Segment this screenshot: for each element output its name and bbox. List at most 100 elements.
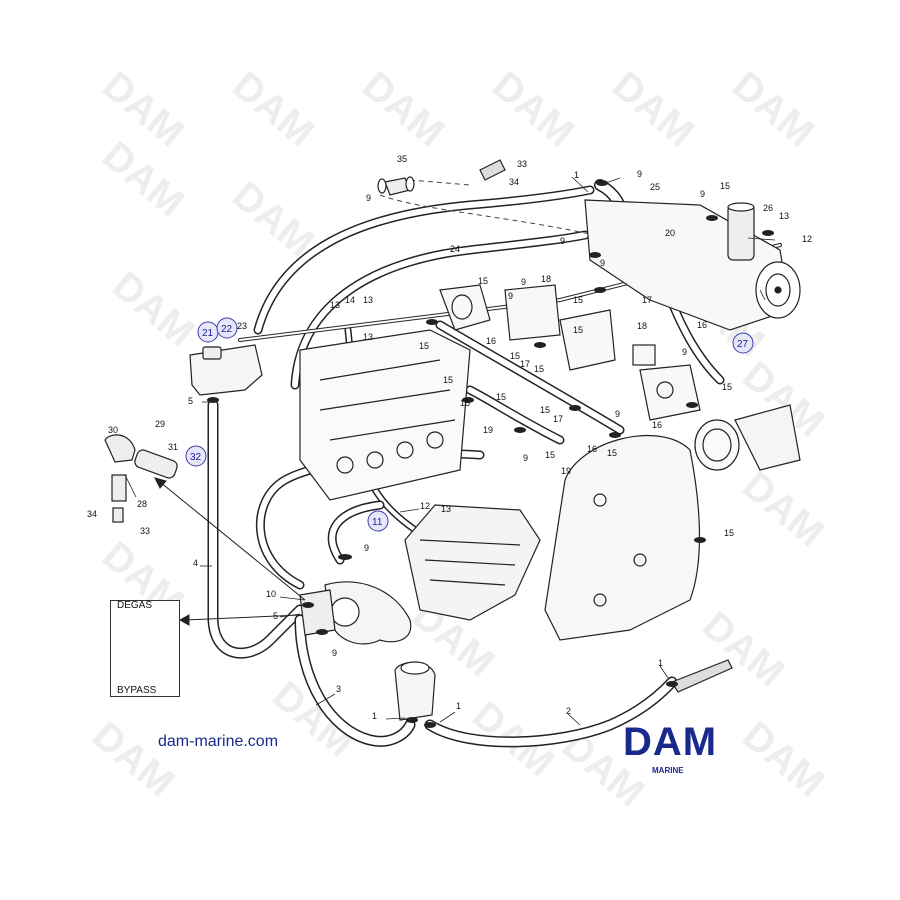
hose-4 bbox=[207, 399, 306, 659]
callout-label: 15 bbox=[496, 392, 506, 402]
callout-label: 15 bbox=[510, 351, 520, 361]
logo-text: DAM bbox=[622, 720, 718, 764]
callout-label: 15 bbox=[460, 398, 470, 408]
hose-clamp bbox=[666, 681, 678, 687]
callout-label: 18 bbox=[541, 274, 551, 284]
callout-label: 34 bbox=[87, 509, 97, 519]
thermostat-housings bbox=[439, 284, 701, 421]
hose-clamp bbox=[762, 230, 774, 236]
callout-label: 1 bbox=[456, 701, 461, 711]
degas-label: DEGAS bbox=[117, 600, 153, 611]
hose-16-diag bbox=[435, 320, 625, 435]
callout-label: 12 bbox=[420, 501, 430, 511]
callout-labels: 1 1 1 1 2 3 4 5 5 6 7 9 9 9 9 9 9 9 9 9 … bbox=[87, 154, 812, 721]
exhaust-manifold bbox=[544, 435, 701, 641]
callout-label: 9 bbox=[523, 453, 528, 463]
callout-label: 9 bbox=[508, 291, 513, 301]
left-parts bbox=[104, 434, 178, 523]
callout-label: 13 bbox=[441, 504, 451, 514]
circulation-pump bbox=[299, 581, 412, 645]
callout-label: 16 bbox=[697, 320, 707, 330]
callout-label: 15 bbox=[443, 375, 453, 385]
callout-label: 15 bbox=[573, 325, 583, 335]
callout-label: 2 bbox=[566, 706, 571, 716]
circled-callout-label: 22 bbox=[221, 324, 233, 335]
callout-label: 20 bbox=[665, 228, 675, 238]
hose-clamps bbox=[207, 180, 774, 728]
callout-label: 28 bbox=[137, 499, 147, 509]
watermark: DAM bbox=[724, 63, 822, 155]
watermark: DAM bbox=[484, 63, 582, 155]
degas-bypass-inset bbox=[110, 600, 180, 697]
watermark: DAM bbox=[734, 713, 832, 805]
circled-callout-label: 27 bbox=[737, 339, 749, 350]
callout-label: 31 bbox=[168, 442, 178, 452]
callout-label: 13 bbox=[363, 332, 373, 342]
hose-3 bbox=[294, 614, 416, 747]
hose-clamp bbox=[589, 252, 601, 258]
callout-label: 17 bbox=[642, 295, 652, 305]
hose-clamp bbox=[514, 427, 526, 433]
callout-label: 17 bbox=[520, 359, 530, 369]
watermark: DAM bbox=[84, 713, 182, 805]
callout-label: 5 bbox=[188, 396, 193, 406]
valve-cover bbox=[404, 504, 541, 621]
hose-clamp bbox=[534, 342, 546, 348]
hose-clamp bbox=[706, 215, 718, 221]
callout-label: 17 bbox=[553, 414, 563, 424]
callout-label: 19 bbox=[483, 425, 493, 435]
callout-label: 9 bbox=[637, 169, 642, 179]
callout-label: 24 bbox=[450, 244, 460, 254]
circled-callout-label: 11 bbox=[372, 517, 383, 528]
callout-label: 16 bbox=[587, 444, 597, 454]
hose-clamp bbox=[462, 397, 474, 403]
hose-clamp bbox=[207, 397, 219, 403]
callout-label: 4 bbox=[193, 558, 198, 568]
callout-label: 3 bbox=[336, 684, 341, 694]
callout-label: 13 bbox=[363, 295, 373, 305]
hose-clamp bbox=[694, 537, 706, 543]
circled-callout: 22 bbox=[216, 317, 238, 339]
circled-callout: 21 bbox=[197, 321, 219, 343]
callout-label: 33 bbox=[140, 526, 150, 536]
watermark: DAM bbox=[104, 263, 202, 355]
coolant-filter bbox=[727, 202, 755, 261]
hose-24 bbox=[290, 230, 590, 390]
watermark: DAM bbox=[694, 603, 792, 695]
callout-label: 15 bbox=[724, 528, 734, 538]
callout-label: 9 bbox=[364, 543, 369, 553]
callout-label: 13 bbox=[779, 211, 789, 221]
callout-label: 13 bbox=[330, 300, 340, 310]
circled-callout-label: 21 bbox=[202, 328, 214, 339]
callout-label: 9 bbox=[560, 236, 565, 246]
logo-subtitle: MARINE bbox=[652, 766, 684, 775]
callout-label: 18 bbox=[637, 321, 647, 331]
callout-label: 15 bbox=[478, 276, 488, 286]
hose-clamp bbox=[424, 722, 436, 728]
callout-label: 15 bbox=[722, 382, 732, 392]
callout-label: 15 bbox=[540, 405, 550, 415]
callout-label: 15 bbox=[534, 364, 544, 374]
watermark: DAM bbox=[734, 463, 832, 555]
exhaust-elbow bbox=[694, 404, 801, 471]
hose-clamp bbox=[426, 319, 438, 325]
top-fittings bbox=[377, 159, 506, 196]
hose-clamp bbox=[302, 602, 314, 608]
heat-exchanger bbox=[584, 199, 801, 331]
engine-block bbox=[299, 329, 471, 501]
callout-label: 9 bbox=[600, 258, 605, 268]
callout-label: 9 bbox=[682, 347, 687, 357]
callout-label: 9 bbox=[700, 189, 705, 199]
hose-long-top bbox=[253, 185, 595, 335]
dam-marine-logo: DAM MARINE bbox=[604, 722, 736, 782]
callout-label: 9 bbox=[521, 277, 526, 287]
bilge-pump bbox=[394, 661, 436, 721]
circled-callout: 11 bbox=[367, 510, 389, 532]
watermark: DAM bbox=[604, 63, 702, 155]
callout-label: 1 bbox=[574, 170, 579, 180]
callout-label: 9 bbox=[615, 409, 620, 419]
website-link[interactable]: dam-marine.com bbox=[158, 733, 279, 750]
reference-arrows bbox=[154, 477, 306, 626]
callout-label: 9 bbox=[332, 648, 337, 658]
